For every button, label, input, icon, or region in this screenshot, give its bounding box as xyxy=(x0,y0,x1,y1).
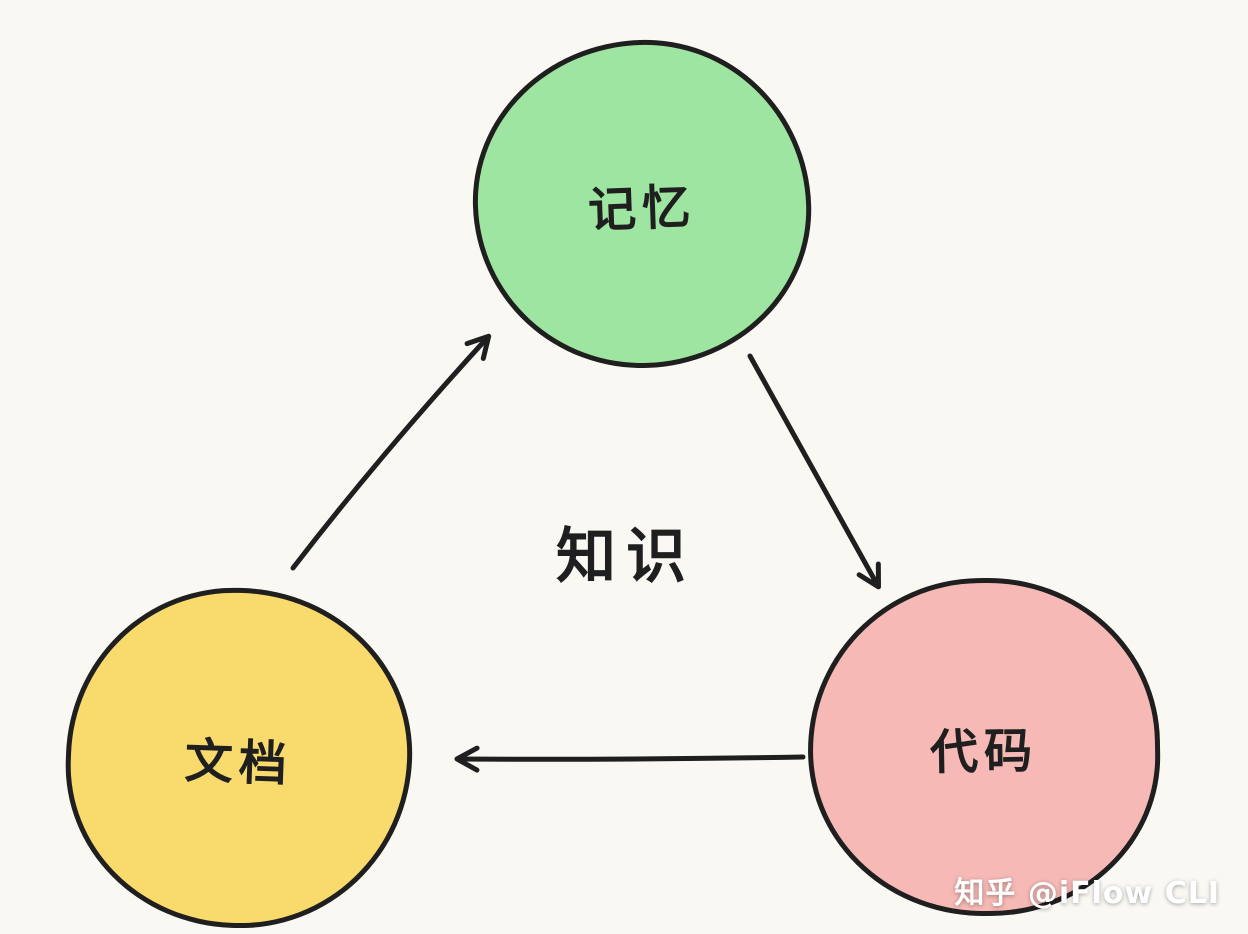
node-memory-label: 记忆 xyxy=(587,179,698,239)
node-document: 文档 xyxy=(60,582,418,934)
arrow-code-to-document xyxy=(454,745,806,773)
node-code-label: 代码 xyxy=(929,723,1039,781)
arrow-memory-to-code xyxy=(747,353,881,590)
node-document-label: 文档 xyxy=(183,733,294,793)
watermark-text: 知乎 @iFlow CLI xyxy=(954,876,1220,911)
diagram-center-label: 知识 xyxy=(556,522,696,592)
arrow-document-to-memory xyxy=(290,333,492,571)
node-memory: 记忆 xyxy=(467,34,817,374)
